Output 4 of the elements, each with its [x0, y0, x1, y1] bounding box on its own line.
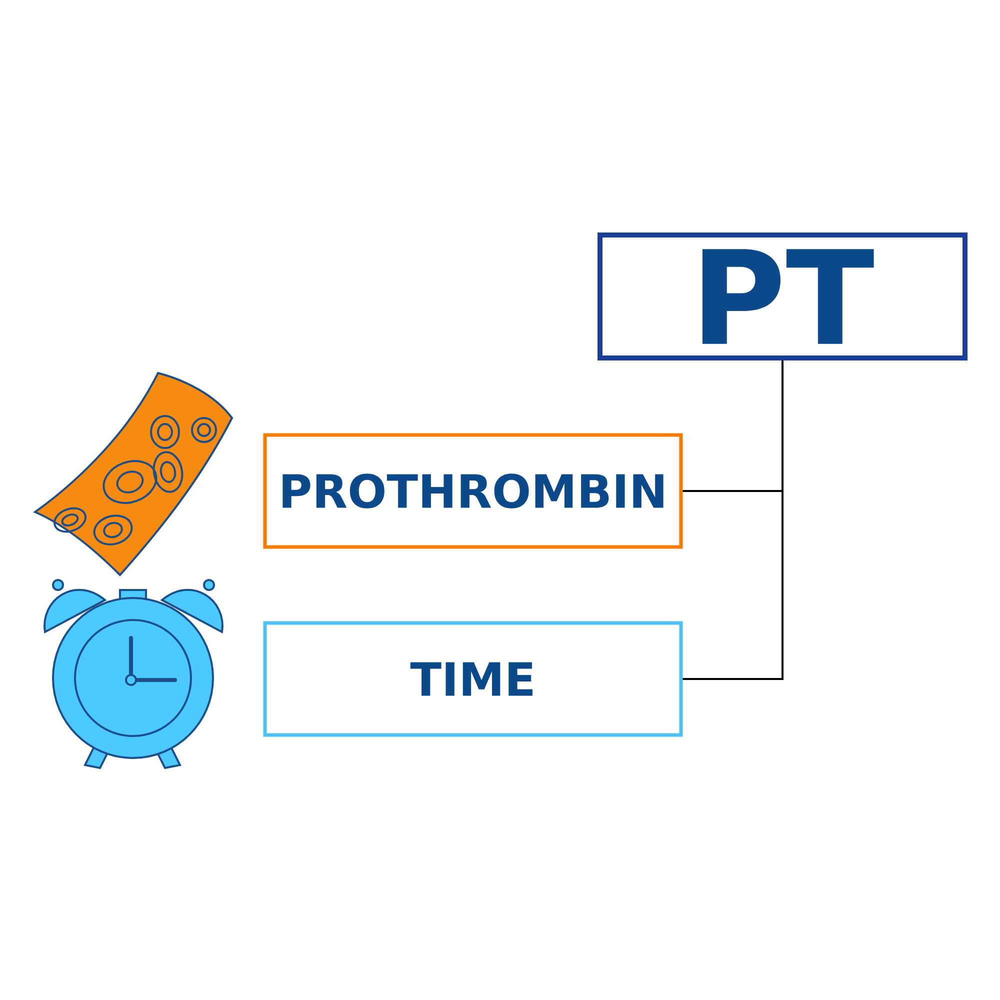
term-box: TIME — [263, 621, 683, 737]
term-box: PROTHROMBIN — [263, 433, 683, 549]
connector-line — [682, 360, 784, 680]
title-box: PT — [598, 232, 968, 360]
